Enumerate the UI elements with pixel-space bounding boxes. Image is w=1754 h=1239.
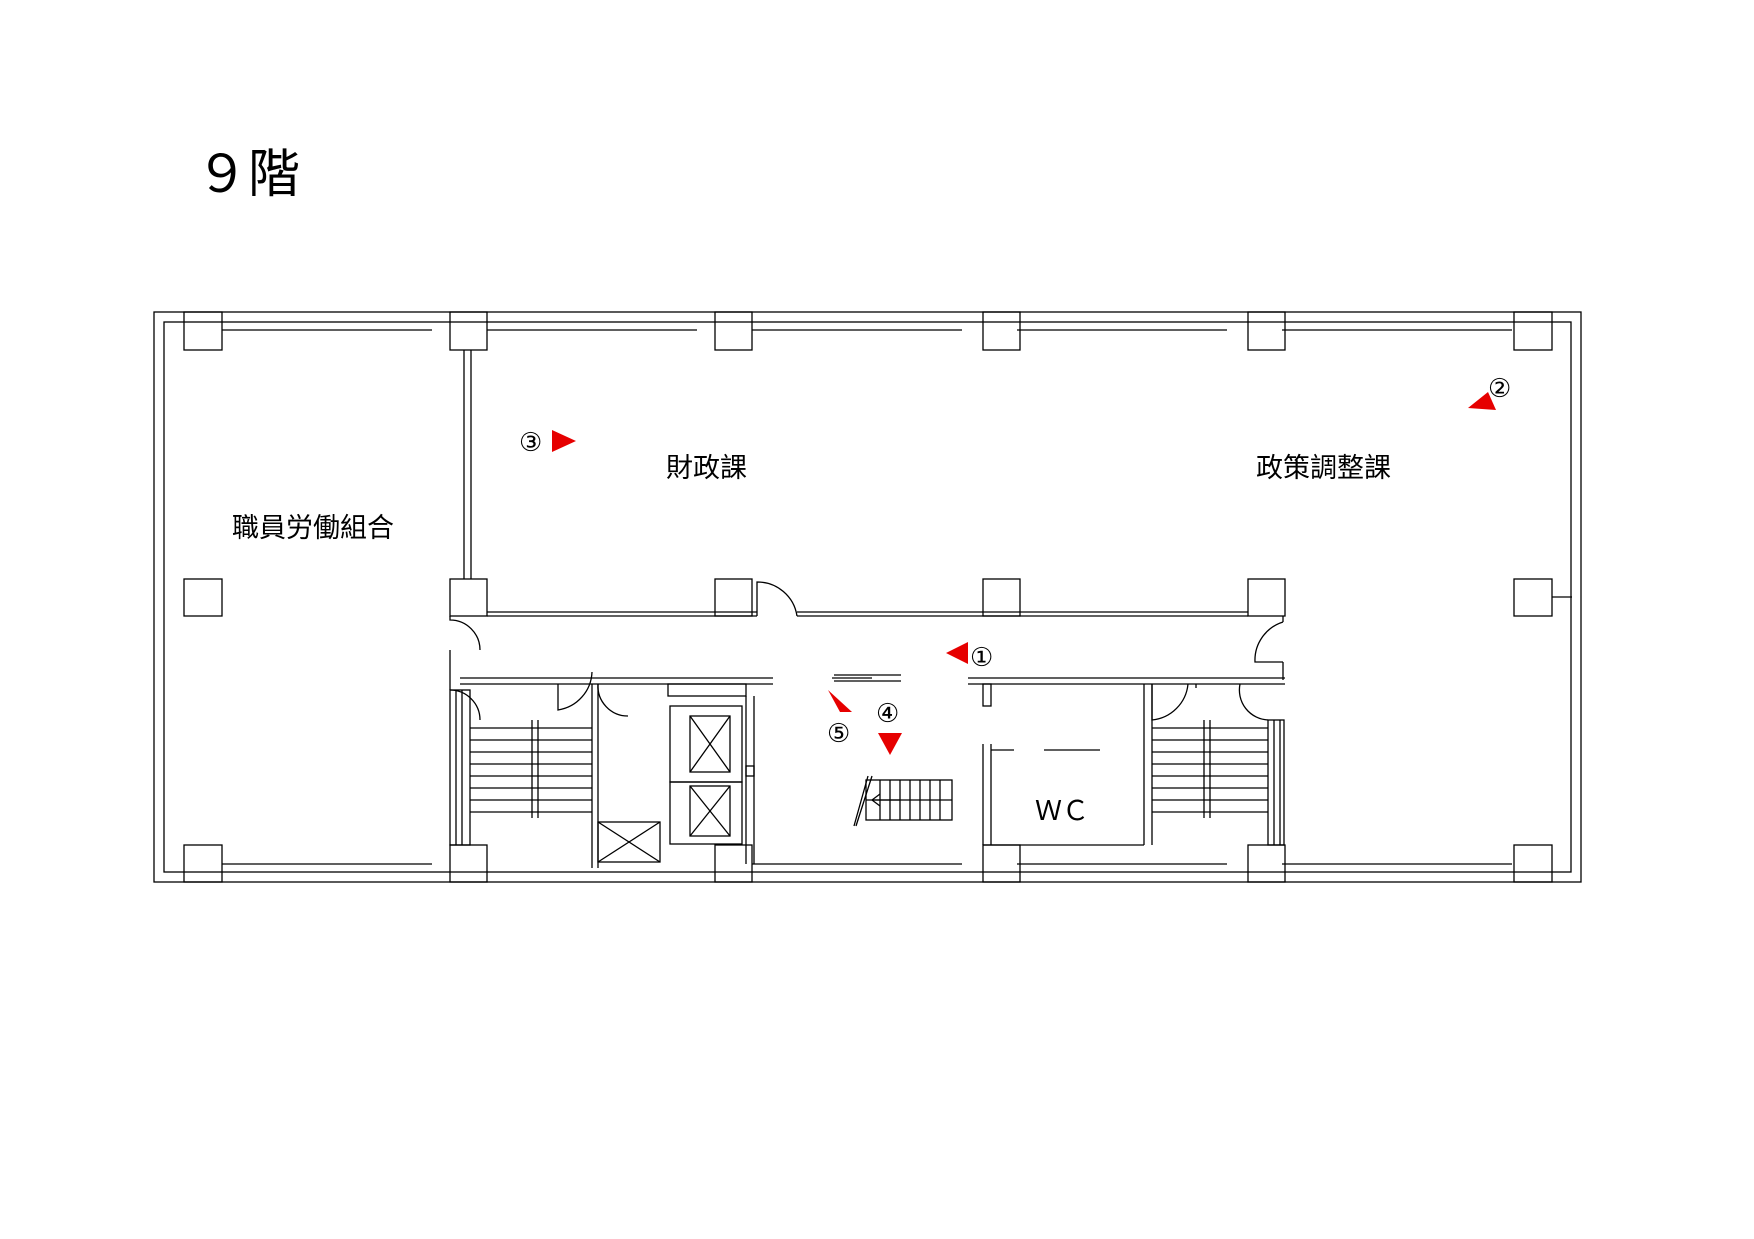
- marker-5-label: ⑤: [827, 719, 850, 749]
- marker-1-arrow: [946, 642, 968, 664]
- marker-2: ②: [1468, 374, 1511, 410]
- marker-4: ④: [876, 699, 902, 755]
- room-label-wc: ＷＣ: [1035, 796, 1089, 827]
- marker-3-arrow: [552, 430, 576, 452]
- marker-3: ③: [519, 428, 576, 458]
- room-label-policy: 政策調整課: [1256, 453, 1391, 484]
- outer-wall: [153, 311, 1582, 883]
- marker-5: ⑤: [827, 690, 852, 749]
- marker-2-arrow: [1468, 392, 1496, 410]
- marker-4-label: ④: [876, 699, 899, 729]
- floor-title: ９階: [196, 145, 301, 205]
- marker-1: ①: [946, 642, 993, 673]
- marker-4-arrow: [878, 733, 902, 755]
- marker-1-label: ①: [970, 643, 993, 673]
- room-label-finance: 財政課: [666, 453, 747, 484]
- marker-2-label: ②: [1488, 374, 1511, 404]
- marker-3-label: ③: [519, 428, 542, 458]
- room-label-union: 職員労働組合: [232, 513, 394, 544]
- marker-5-arrow: [828, 690, 852, 712]
